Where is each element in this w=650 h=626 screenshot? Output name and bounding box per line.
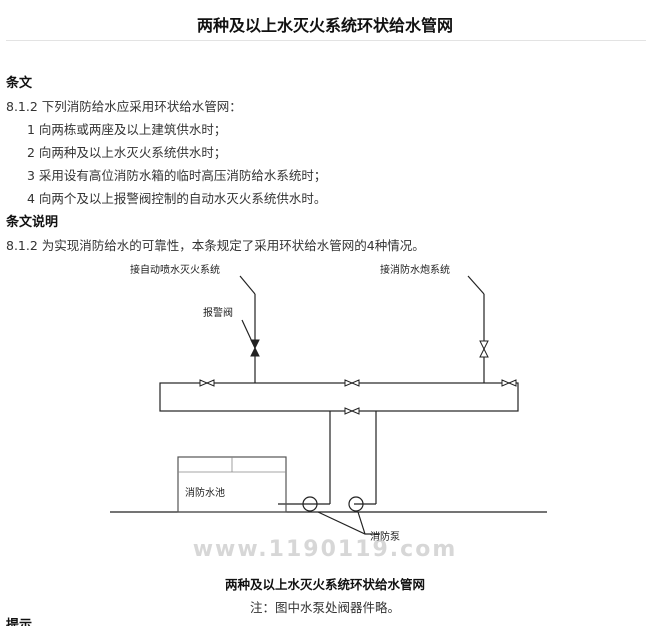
provision-item-1: 1 向两栋或两座及以上建筑供水时；: [27, 122, 227, 137]
valve-ring-middle: [344, 379, 354, 387]
alarm-valve: [250, 339, 260, 350]
valve-ring-right: [501, 379, 511, 387]
next-section-heading: 提示: [6, 618, 33, 626]
provision-intro: 8.1.2 下列消防给水应采用环状给水管网：: [6, 99, 242, 114]
valve-ring-left: [199, 379, 209, 387]
figure-note: 注：图中水泵处阀器件略。: [249, 600, 400, 615]
label-sprinkler: 接自动喷水灭火系统: [130, 263, 220, 276]
label-pump: 消防泵: [370, 530, 400, 543]
valve-ring-bottom: [344, 407, 354, 415]
explanation-heading: 条文说明: [6, 215, 59, 230]
ring-main-pipe: [159, 382, 519, 412]
provision-heading: 条文: [6, 76, 33, 91]
explanation-text: 8.1.2 为实现消防给水的可靠性，本条规定了采用环状给水管网的4种情况。: [6, 238, 425, 253]
watermark: www.1190119.com: [192, 537, 458, 562]
title-divider: [6, 40, 646, 41]
pump-right: [348, 496, 364, 512]
label-cannon: 接消防水炮系统: [380, 263, 450, 276]
label-pool: 消防水池: [185, 486, 225, 499]
sprinkler-leader: [239, 275, 256, 295]
page-title: 两种及以上水灭火系统环状给水管网: [196, 16, 453, 35]
valve-cannon-riser: [479, 340, 489, 351]
pump-left: [302, 496, 318, 512]
ring-network-diagram: 接自动喷水灭火系统 接消防水炮系统 报警阀 消防水池 消防泵: [110, 263, 547, 543]
label-alarm-valve: 报警阀: [203, 306, 233, 319]
provision-item-2: 2 向两种及以上水灭火系统供水时；: [27, 145, 227, 160]
provision-item-3: 3 采用设有高位消防水箱的临时高压消防给水系统时；: [27, 168, 327, 183]
figure-caption: 两种及以上水灭火系统环状给水管网: [224, 577, 425, 592]
provision-item-4: 4 向两个及以上报警阀控制的自动水灭火系统供水时。: [27, 191, 327, 206]
cannon-leader: [467, 275, 485, 295]
pump-leader: [317, 511, 380, 535]
